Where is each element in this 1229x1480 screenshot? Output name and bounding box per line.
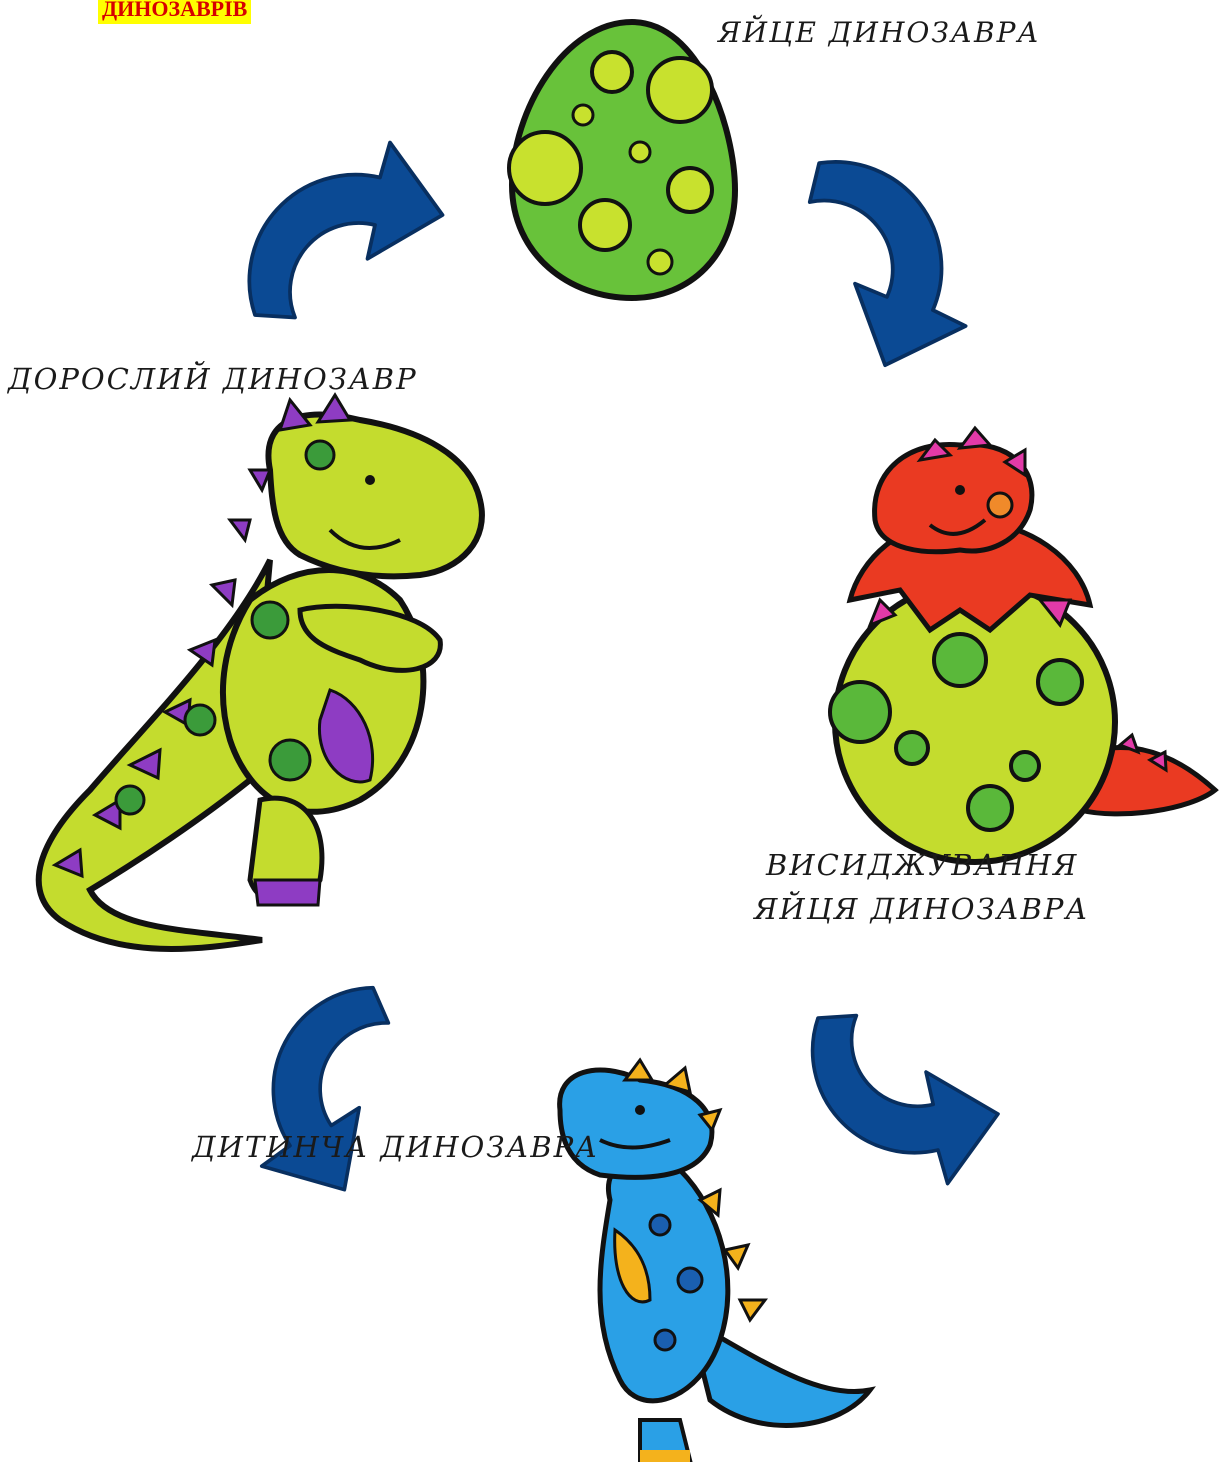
hatching-stage-label-line2: ЯЙЦЯ ДИНОЗАВРА (754, 892, 1089, 926)
hatching-dinosaur-icon (830, 428, 1215, 862)
egg-stage-label: ЯЙЦЕ ДИНОЗАВРА (718, 16, 1041, 49)
dinosaur-egg-icon (509, 22, 735, 298)
baby-stage-label: ДИТИНЧА ДИНОЗАВРА (192, 1130, 599, 1164)
hatching-stage-label-line1: ВИСИДЖУВАННЯ (766, 848, 1078, 882)
adult-dinosaur-icon (39, 395, 482, 949)
adult-stage-label: ДОРОСЛИЙ ДИНОЗАВР (8, 362, 418, 396)
cycle-arrow-icon (784, 157, 990, 378)
cycle-arrow-icon (813, 1016, 998, 1184)
baby-dinosaur-icon (560, 1060, 870, 1462)
cycle-arrow-icon (249, 143, 442, 318)
cycle-arrow-icon (216, 982, 437, 1214)
